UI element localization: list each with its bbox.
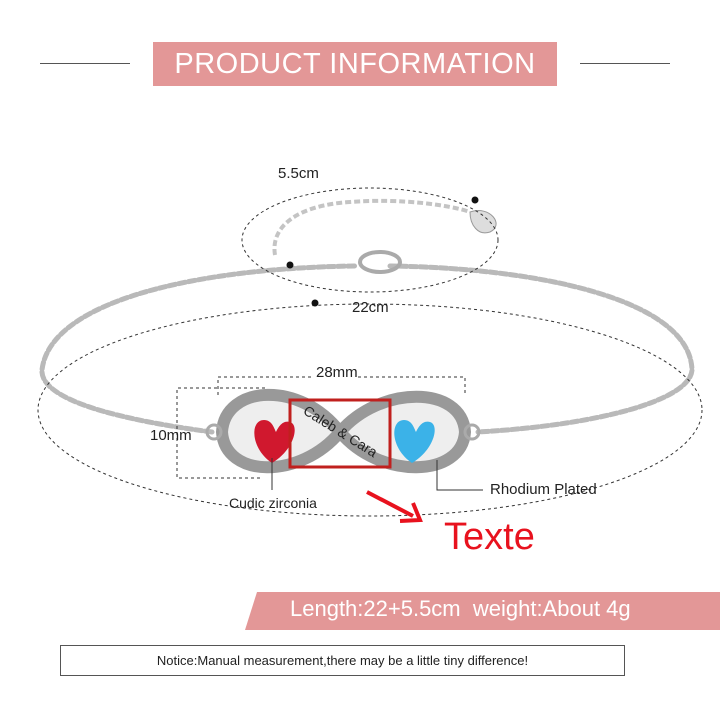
header-banner: PRODUCT INFORMATION bbox=[153, 42, 557, 86]
height-measure-line bbox=[176, 387, 265, 479]
bracelet-chain bbox=[39, 263, 695, 435]
width-measure-line bbox=[217, 376, 466, 395]
clasp bbox=[358, 250, 402, 274]
stone-label: Cudic zirconia bbox=[229, 495, 317, 511]
extension-length-label: 5.5cm bbox=[278, 165, 319, 182]
pendant-height-label: 10mm bbox=[150, 427, 192, 444]
callout-line-plating bbox=[436, 460, 483, 491]
blue-heart-stone bbox=[394, 420, 435, 463]
header-right-rule bbox=[580, 63, 670, 64]
chain-measure-line bbox=[37, 303, 703, 517]
extension-tag bbox=[469, 210, 497, 234]
extension-chain bbox=[272, 198, 471, 256]
spec-text: Length:22+5.5cm weight:About 4g bbox=[290, 596, 631, 621]
pendant-width-label: 28mm bbox=[316, 364, 358, 381]
header-left-rule bbox=[40, 63, 130, 64]
red-heart-stone bbox=[254, 420, 295, 463]
engraving-label: Texte bbox=[444, 516, 535, 558]
plating-label: Rhodium Plated bbox=[490, 481, 597, 498]
measure-dot bbox=[311, 299, 319, 307]
chain-length-label: 22cm bbox=[352, 299, 389, 316]
measure-dot bbox=[471, 196, 479, 204]
measure-dot bbox=[286, 261, 294, 269]
arrow-icon bbox=[366, 490, 414, 518]
extension-measure-line bbox=[241, 187, 499, 293]
engraving-highlight-box bbox=[288, 398, 392, 469]
notice-box: Notice:Manual measurement,there may be a… bbox=[60, 645, 625, 676]
spec-banner bbox=[245, 592, 720, 630]
